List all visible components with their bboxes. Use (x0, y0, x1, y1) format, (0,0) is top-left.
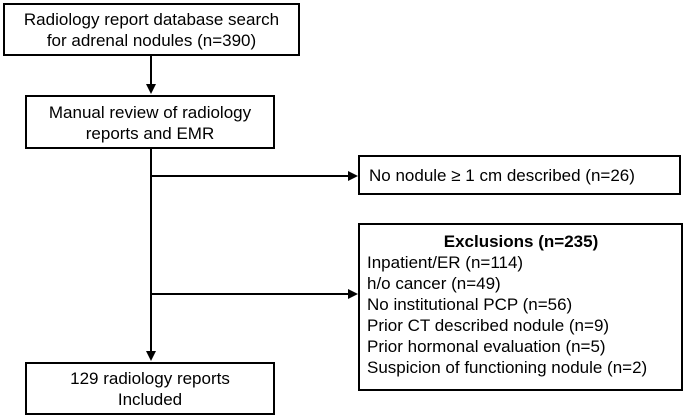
included-box-line-2: Included (117, 390, 183, 409)
connector-search-review (150, 56, 152, 84)
search-box-line-1: Radiology report database search (23, 10, 280, 29)
exclusion-item: h/o cancer (n=49) (367, 274, 501, 293)
no-nodule-box: No nodule ≥ 1 cm described (n=26) (358, 155, 681, 195)
exclusions-box: Exclusions (n=235) Inpatient/ER (n=114) … (358, 223, 683, 391)
connector-no-nodule (151, 175, 348, 177)
included-box: 129 radiology reports Included (25, 362, 275, 415)
review-box: Manual review of radiology reports and E… (25, 95, 275, 149)
exclusion-item: Suspicion of functioning nodule (n=2) (367, 358, 648, 377)
review-box-line-2: reports and EMR (85, 124, 215, 143)
review-box-line-1: Manual review of radiology (48, 103, 252, 122)
main-vertical-connector (150, 149, 152, 351)
exclusions-title: Exclusions (n=235) (443, 232, 599, 251)
arrowhead-exclusions (348, 289, 358, 299)
exclusion-item: Prior hormonal evaluation (n=5) (367, 337, 606, 356)
no-nodule-text: No nodule ≥ 1 cm described (n=26) (369, 166, 635, 185)
arrowhead-included (146, 351, 156, 361)
search-box: Radiology report database search for adr… (3, 3, 300, 56)
connector-exclusions (151, 293, 348, 295)
exclusion-item: No institutional PCP (n=56) (367, 295, 573, 314)
included-box-line-1: 129 radiology reports (70, 369, 230, 388)
arrowhead-search-review (146, 84, 156, 94)
arrowhead-no-nodule (348, 171, 358, 181)
search-box-line-2: for adrenal nodules (n=390) (46, 31, 257, 50)
exclusion-item: Prior CT described nodule (n=9) (367, 316, 610, 335)
exclusion-item: Inpatient/ER (n=114) (367, 253, 524, 272)
